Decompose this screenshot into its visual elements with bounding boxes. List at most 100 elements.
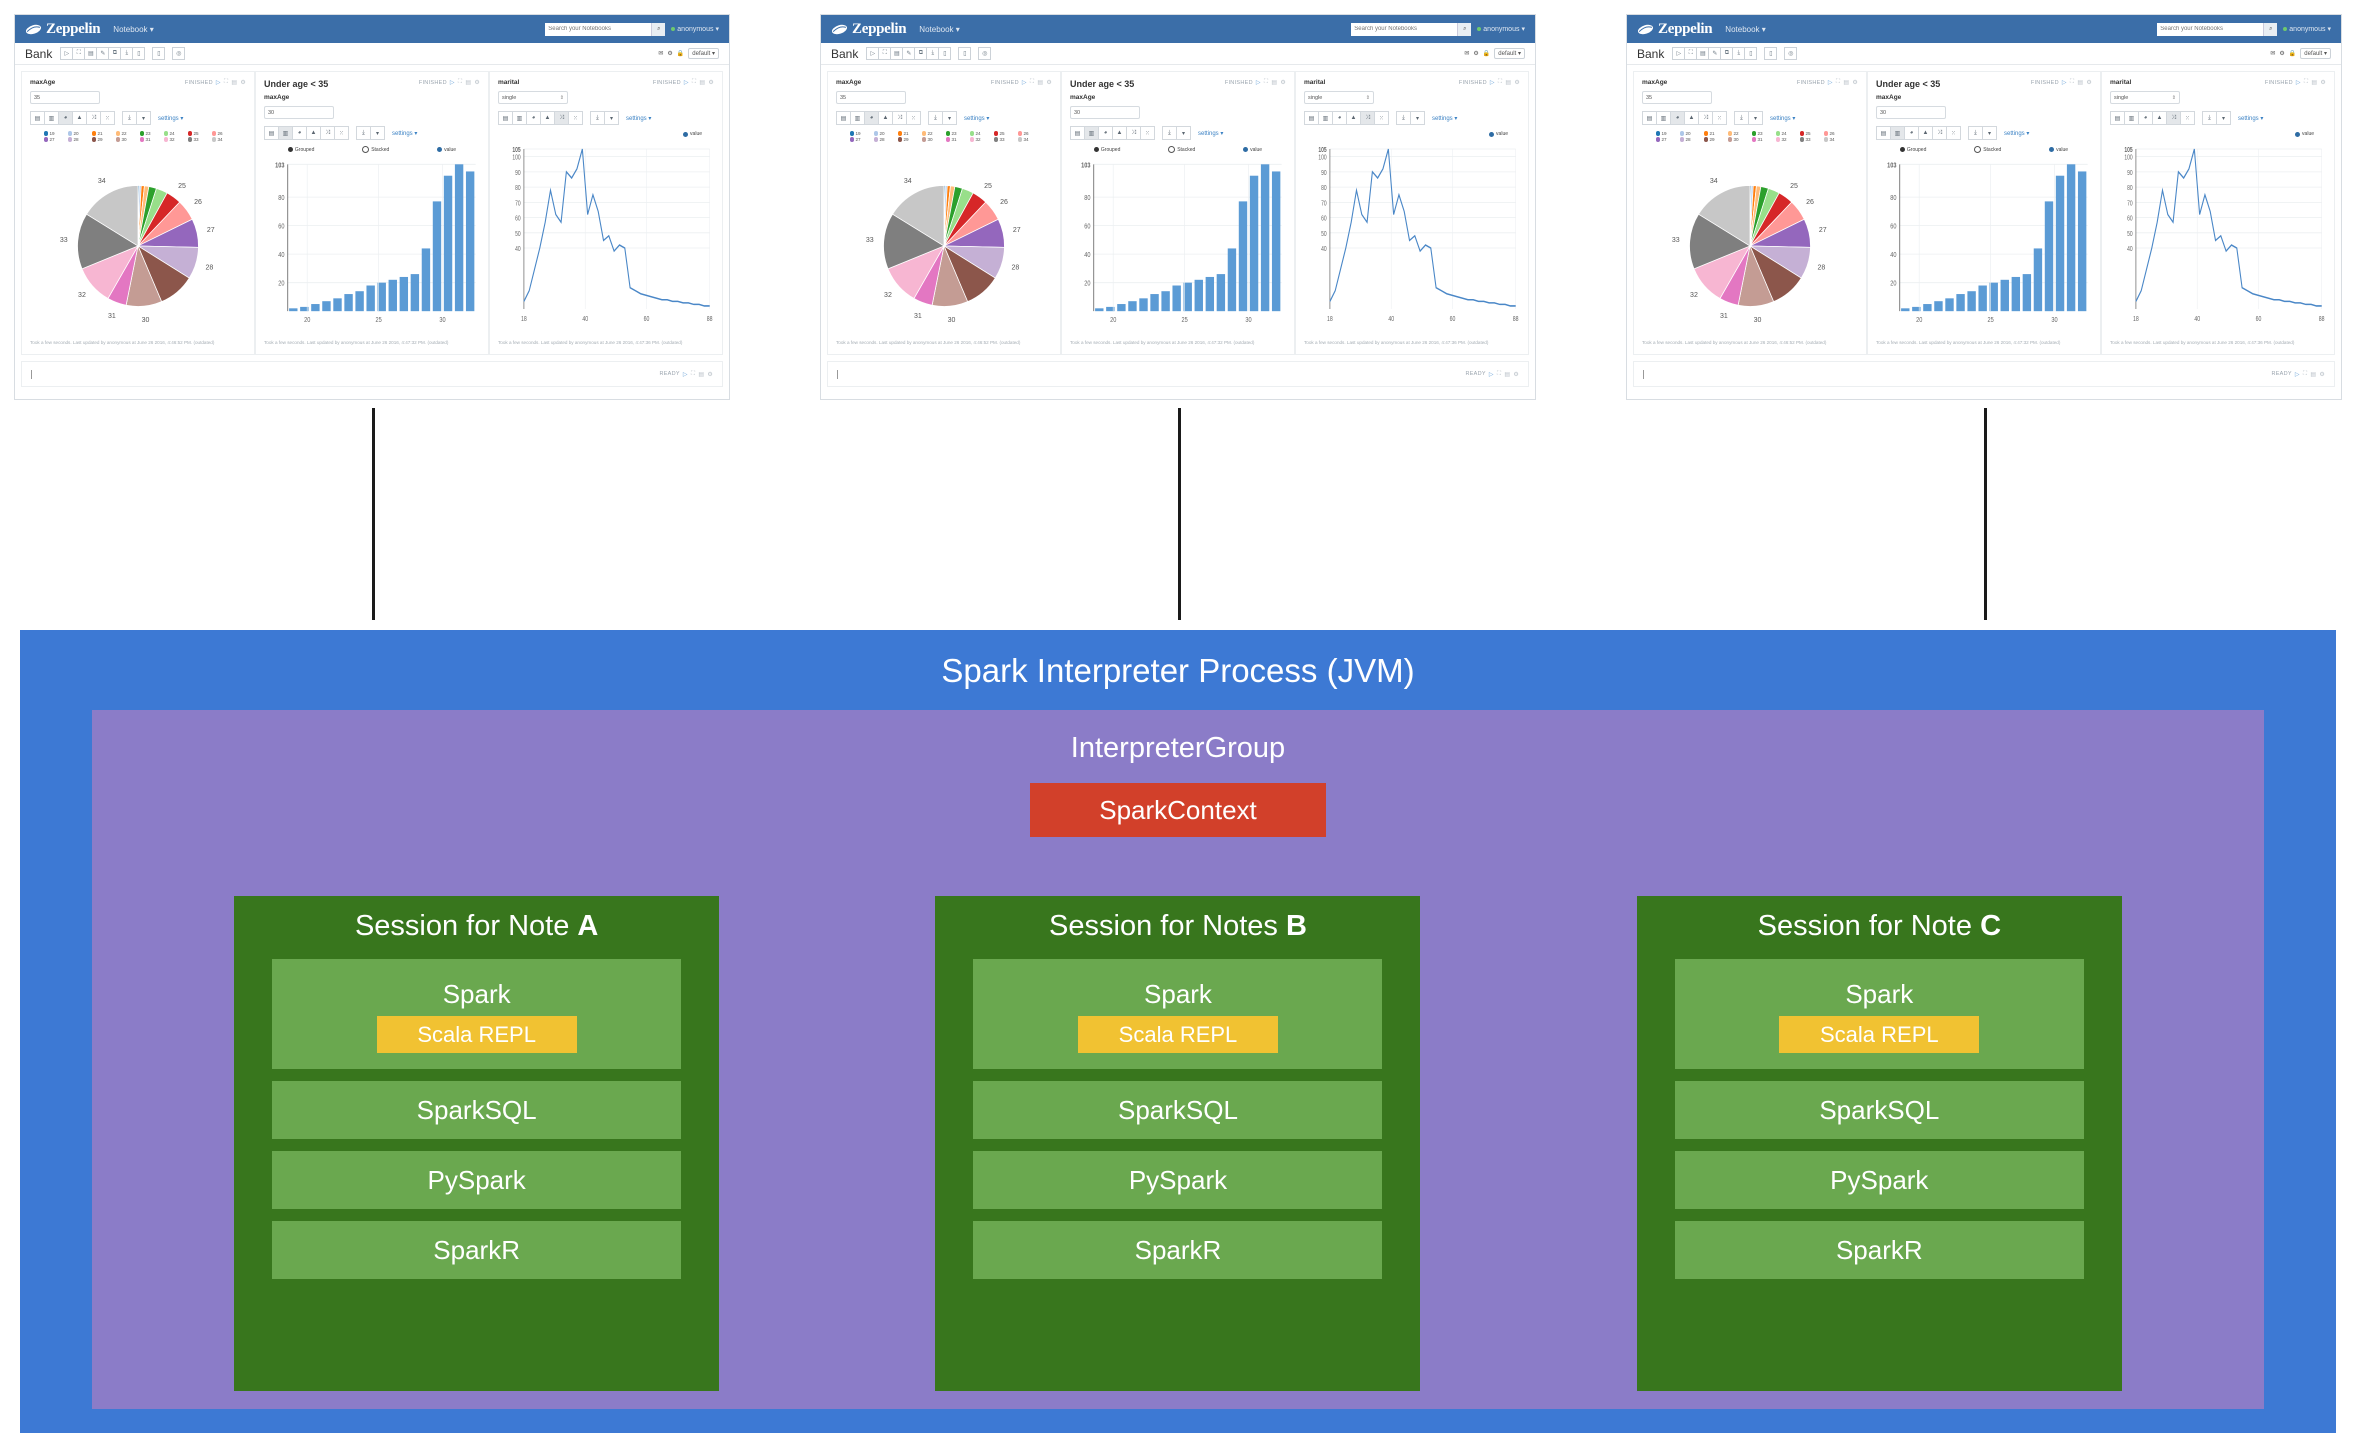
search-icon[interactable]: ⌕ xyxy=(2263,22,2278,36)
run-icon[interactable]: ▷ xyxy=(2294,371,2300,378)
expand-icon[interactable]: ⛶ xyxy=(2069,79,2075,85)
viz-bar-icon[interactable]: ▥ xyxy=(850,111,864,125)
run-icon[interactable]: ▷ xyxy=(1489,80,1495,86)
trash-icon[interactable]: ▯ xyxy=(958,47,972,60)
book-icon[interactable]: ▤ xyxy=(1696,47,1709,60)
export-icon[interactable]: ⤓ xyxy=(120,47,133,60)
viz-scatter-icon[interactable]: ⁙ xyxy=(1712,111,1727,125)
new-paragraph[interactable]: READY▷⛶▤⚙ xyxy=(21,361,723,387)
expand-icon[interactable]: ⛶ xyxy=(72,47,85,60)
expand-icon[interactable]: ⛶ xyxy=(1496,370,1502,377)
viz-scatter-icon[interactable]: ⁙ xyxy=(100,111,115,125)
mail-icon[interactable]: ✉ xyxy=(658,51,664,57)
viz-area-icon[interactable]: ▲ xyxy=(1684,111,1698,125)
gear-icon[interactable]: ⚙ xyxy=(1513,371,1519,378)
expand-icon[interactable]: ⛶ xyxy=(690,370,696,377)
viz-scatter-icon[interactable]: ⁙ xyxy=(906,111,921,125)
search-input[interactable] xyxy=(2157,22,2264,36)
viz-pie-icon[interactable]: ◕ xyxy=(58,111,72,125)
run-icon[interactable]: ▷ xyxy=(1672,47,1685,60)
mail-icon[interactable]: ✉ xyxy=(2270,51,2276,57)
expand-icon[interactable]: ⛶ xyxy=(223,79,229,85)
run-icon[interactable]: ▷ xyxy=(215,80,221,86)
book-icon[interactable]: ▤ xyxy=(890,47,903,60)
run-icon[interactable]: ▷ xyxy=(1827,80,1833,86)
viz-table-icon[interactable]: ▤ xyxy=(30,111,44,125)
expand-icon[interactable]: ⛶ xyxy=(1497,79,1503,85)
file-icon[interactable]: ▯ xyxy=(1744,47,1758,60)
expand-icon[interactable]: ⛶ xyxy=(1835,79,1841,85)
clock-icon[interactable]: ◎ xyxy=(172,47,186,60)
run-icon[interactable]: ▷ xyxy=(1021,80,1027,86)
file-icon[interactable]: ▯ xyxy=(938,47,952,60)
viz-line-icon[interactable]: ⤨ xyxy=(1932,126,1946,140)
viz-line-icon[interactable]: ⤨ xyxy=(1360,111,1374,125)
gear-icon[interactable]: ⚙ xyxy=(667,51,673,57)
lock-icon[interactable]: 🔒 xyxy=(2288,51,2297,57)
gear-icon[interactable]: ⚙ xyxy=(1852,80,1858,86)
gear-icon[interactable]: ⚙ xyxy=(474,80,480,86)
viz-table-icon[interactable]: ▤ xyxy=(836,111,850,125)
viz-scatter-icon[interactable]: ⁙ xyxy=(568,111,583,125)
user-menu[interactable]: anonymous▾ xyxy=(671,25,719,33)
brush-icon[interactable]: ✎ xyxy=(1708,47,1721,60)
gear-icon[interactable]: ⚙ xyxy=(2319,371,2325,378)
gear-icon[interactable]: ⚙ xyxy=(1473,51,1479,57)
expand-icon[interactable]: ⛶ xyxy=(1029,79,1035,85)
download-icon[interactable]: ⤓ xyxy=(1396,111,1410,125)
viz-bar-icon[interactable]: ▥ xyxy=(2124,111,2138,125)
expand-icon[interactable]: ⛶ xyxy=(878,47,891,60)
run-icon[interactable]: ▷ xyxy=(1255,80,1261,86)
expand-icon[interactable]: ⛶ xyxy=(691,79,697,85)
viz-area-icon[interactable]: ▲ xyxy=(306,126,320,140)
chevron-down-icon[interactable]: ▾ xyxy=(1410,111,1425,125)
viz-pie-icon[interactable]: ◕ xyxy=(864,111,878,125)
trash-icon[interactable]: ▯ xyxy=(1764,47,1778,60)
expand-icon[interactable]: ⛶ xyxy=(2302,370,2308,377)
viz-table-icon[interactable]: ▤ xyxy=(498,111,512,125)
new-paragraph[interactable]: READY▷⛶▤⚙ xyxy=(1633,361,2335,387)
copy-icon[interactable]: ⧉ xyxy=(1720,47,1733,60)
viz-scatter-icon[interactable]: ⁙ xyxy=(334,126,349,140)
lock-icon[interactable]: 🔒 xyxy=(676,51,685,57)
interpreter-binding-select[interactable]: default ▾ xyxy=(1494,48,1525,59)
viz-scatter-icon[interactable]: ⁙ xyxy=(1374,111,1389,125)
legend-mode-stacked[interactable]: Stacked xyxy=(1168,146,1195,153)
new-paragraph[interactable]: READY▷⛶▤⚙ xyxy=(827,361,1529,387)
gear-icon[interactable]: ⚙ xyxy=(1280,80,1286,86)
viz-table-icon[interactable]: ▤ xyxy=(1876,126,1890,140)
viz-area-icon[interactable]: ▲ xyxy=(72,111,86,125)
viz-bar-icon[interactable]: ▥ xyxy=(1890,126,1904,140)
viz-area-icon[interactable]: ▲ xyxy=(1918,126,1932,140)
viz-table-icon[interactable]: ▤ xyxy=(2110,111,2124,125)
download-icon[interactable]: ⤓ xyxy=(590,111,604,125)
settings-link[interactable]: settings ▾ xyxy=(1198,130,1224,137)
book-icon[interactable]: ▤ xyxy=(699,80,706,86)
viz-table-icon[interactable]: ▤ xyxy=(1642,111,1656,125)
dynamic-form-input[interactable]: 30 xyxy=(1070,106,1140,119)
book-icon[interactable]: ▤ xyxy=(1505,80,1512,86)
export-icon[interactable]: ⤓ xyxy=(1732,47,1745,60)
viz-area-icon[interactable]: ▲ xyxy=(2152,111,2166,125)
book-icon[interactable]: ▤ xyxy=(465,80,472,86)
dynamic-form-select[interactable]: single⇕ xyxy=(1304,91,1374,104)
settings-link[interactable]: settings ▾ xyxy=(2004,130,2030,137)
book-icon[interactable]: ▤ xyxy=(1843,80,1850,86)
viz-pie-icon[interactable]: ◕ xyxy=(526,111,540,125)
settings-link[interactable]: settings ▾ xyxy=(626,115,652,122)
viz-area-icon[interactable]: ▲ xyxy=(1112,126,1126,140)
settings-link[interactable]: settings ▾ xyxy=(2238,115,2264,122)
chevron-down-icon[interactable]: ▾ xyxy=(604,111,619,125)
viz-line-icon[interactable]: ⤨ xyxy=(86,111,100,125)
search-icon[interactable]: ⌕ xyxy=(1457,22,1472,36)
viz-line-icon[interactable]: ⤨ xyxy=(892,111,906,125)
legend-mode-stacked[interactable]: Stacked xyxy=(362,146,389,153)
viz-bar-icon[interactable]: ▥ xyxy=(1318,111,1332,125)
lock-icon[interactable]: 🔒 xyxy=(1482,51,1491,57)
copy-icon[interactable]: ⧉ xyxy=(108,47,121,60)
book-icon[interactable]: ▤ xyxy=(698,371,705,378)
nav-notebook-menu[interactable]: Notebook ▾ xyxy=(113,24,154,34)
viz-pie-icon[interactable]: ◕ xyxy=(1332,111,1346,125)
viz-area-icon[interactable]: ▲ xyxy=(1346,111,1360,125)
viz-line-icon[interactable]: ⤨ xyxy=(1126,126,1140,140)
